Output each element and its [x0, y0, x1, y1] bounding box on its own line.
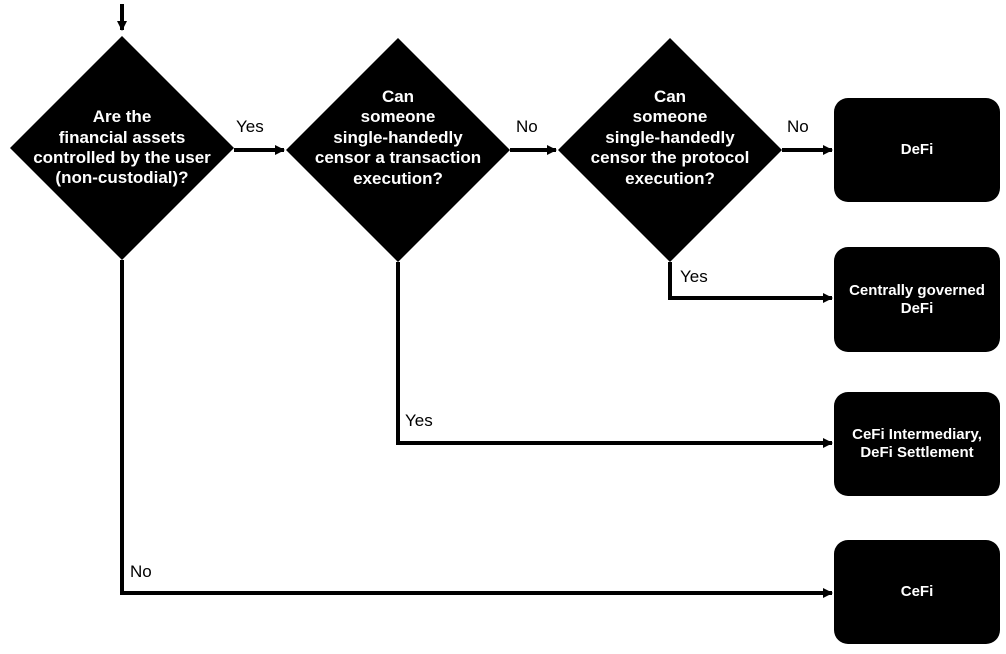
- decision-text-custody-lines: Are the financial assets controlled by t…: [33, 107, 211, 189]
- outcome-box-cefi-intermediary: [834, 392, 1000, 496]
- decision-line: financial assets: [58, 127, 186, 147]
- decision-text-custody: Are the financial assets controlled by t…: [22, 88, 222, 208]
- edge-label-d3-yes: Yes: [680, 267, 708, 286]
- outcome-line: DeFi: [900, 141, 934, 158]
- edge-d2-yes: [396, 262, 833, 448]
- decision-line: Are the: [92, 107, 152, 127]
- outcome-line: DeFi Settlement: [860, 444, 974, 461]
- decision-diamond-protocol-censor: [558, 38, 782, 262]
- decision-text-protocol-censor: Can someone single-handedly censor the p…: [570, 78, 770, 198]
- outcome-line: CeFi: [900, 583, 934, 600]
- outcome-box-centrally-governed: [834, 247, 1000, 352]
- edge-label-d3-no: No: [787, 117, 809, 136]
- decision-line: execution?: [353, 168, 443, 188]
- edge-label-d1-no: No: [130, 562, 152, 581]
- outcome-text-cefi: CeFi: [834, 540, 1000, 644]
- outcome-line: CeFi Intermediary,: [852, 426, 982, 443]
- outcome-text-cefi-intermediary: CeFi Intermediary, DeFi Settlement: [834, 392, 1000, 496]
- decision-line: Can: [653, 87, 687, 107]
- decision-line: someone: [632, 107, 708, 127]
- decision-line: single-handedly: [333, 127, 463, 147]
- decision-line: (non-custodial)?: [55, 168, 189, 188]
- outcome-box-defi: [834, 98, 1000, 202]
- outcome-text-centrally-governed: Centrally governed DeFi: [834, 247, 1000, 352]
- outcome-line: DeFi: [900, 299, 934, 317]
- decision-diamond-transaction-censor: [286, 38, 510, 262]
- outcome-box-cefi: [834, 540, 1000, 644]
- decision-line: censor the protocol: [590, 148, 750, 168]
- edge-label-d2-yes: Yes: [405, 411, 433, 430]
- outcome-line: Centrally governed: [849, 281, 985, 299]
- outcome-text-defi: DeFi: [834, 98, 1000, 202]
- decision-diamond-custody: [10, 36, 234, 260]
- edge-label-d2-no: No: [516, 117, 538, 136]
- decision-line: Can: [381, 87, 415, 107]
- edge-label-d1-yes: Yes: [236, 117, 264, 136]
- outcome-text-defi-lines: DeFi: [901, 141, 934, 159]
- decision-text-protocol-censor-lines: Can someone single-handedly censor the p…: [591, 87, 750, 189]
- decision-line: someone: [360, 107, 436, 127]
- edge-d1-no: [120, 260, 833, 598]
- outcome-text-centrally-governed-lines: Centrally governed DeFi: [849, 282, 985, 318]
- decision-text-transaction-censor: Can someone single-handedly censor a tra…: [298, 78, 498, 198]
- decision-line: controlled by the user: [33, 148, 211, 167]
- outcome-text-cefi-lines: CeFi: [901, 583, 934, 601]
- decision-line: single-handedly: [605, 127, 735, 147]
- decision-text-transaction-censor-lines: Can someone single-handedly censor a tra…: [315, 87, 481, 189]
- decision-line: execution?: [625, 168, 715, 188]
- edge-d3-yes: [668, 262, 833, 303]
- decision-line: censor a transaction: [314, 148, 482, 168]
- outcome-text-cefi-intermediary-lines: CeFi Intermediary, DeFi Settlement: [852, 426, 982, 462]
